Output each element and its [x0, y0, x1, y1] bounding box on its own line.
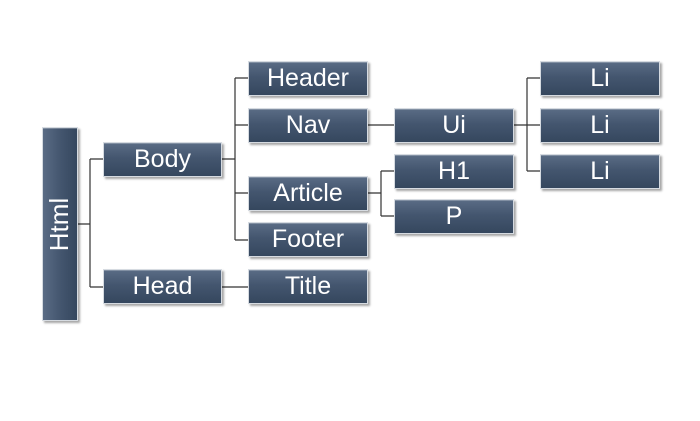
node-head-label: Head [132, 272, 193, 300]
node-li-2-label: Li [590, 111, 610, 139]
node-p-label: P [445, 202, 463, 230]
node-li-1: Li [540, 61, 660, 96]
node-ui: Ui [394, 108, 514, 143]
node-title: Title [248, 269, 368, 304]
connector-body-children [222, 77, 248, 241]
node-li-3: Li [540, 154, 660, 189]
node-body-label: Body [134, 145, 191, 173]
node-p: P [394, 199, 514, 234]
node-h1: H1 [394, 154, 514, 189]
node-html-label: Html [44, 197, 75, 251]
node-head: Head [103, 269, 222, 304]
node-footer-label: Footer [271, 225, 345, 253]
node-body: Body [103, 142, 222, 177]
node-h1-label: H1 [438, 157, 470, 185]
node-article-label: Article [273, 179, 343, 207]
node-header-label: Header [267, 64, 349, 92]
node-nav-label: Nav [285, 111, 331, 139]
node-article: Article [248, 176, 368, 211]
node-ui-label: Ui [442, 111, 466, 139]
connector-html-children [78, 158, 103, 288]
node-nav: Nav [248, 108, 368, 143]
node-html: Html [42, 127, 78, 321]
node-title-label: Title [284, 272, 332, 300]
connector-ui-children [514, 77, 540, 172]
node-li-1-label: Li [590, 64, 610, 92]
node-li-2: Li [540, 108, 660, 143]
node-header: Header [248, 61, 368, 96]
node-footer: Footer [248, 222, 368, 257]
connector-article-children [368, 170, 394, 217]
node-li-3-label: Li [590, 157, 610, 185]
